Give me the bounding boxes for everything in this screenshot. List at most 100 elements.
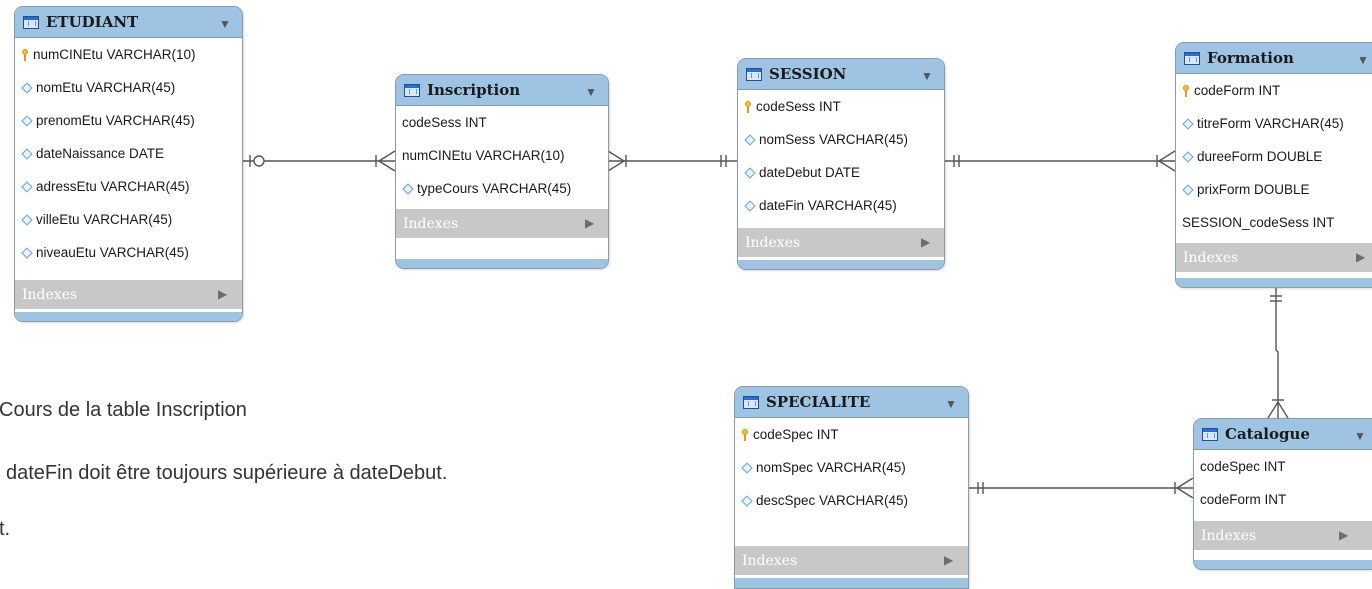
column-row[interactable]: codeSess INT xyxy=(738,90,944,123)
attribute-diamond-icon xyxy=(744,199,756,212)
table-header[interactable]: SPECIALITE ▼ xyxy=(735,387,968,418)
table-name: ETUDIANT xyxy=(46,13,139,31)
column-row[interactable]: codeSpec INT xyxy=(1194,450,1372,483)
expand-arrow-icon[interactable]: ▶ xyxy=(218,287,228,301)
rel-session-formation xyxy=(944,150,1176,172)
table-footer xyxy=(396,259,608,268)
column-row[interactable]: dureeForm DOUBLE xyxy=(1176,140,1372,173)
table-session[interactable]: SESSION ▼ codeSess INT nomSess VARCHAR(4… xyxy=(737,58,945,270)
column-row[interactable]: nomEtu VARCHAR(45) xyxy=(15,71,242,104)
table-specialite[interactable]: SPECIALITE ▼ codeSpec INT nomSpec VARCHA… xyxy=(734,386,969,589)
table-header[interactable]: Inscription ▼ xyxy=(396,75,608,106)
expand-arrow-icon[interactable]: ▶ xyxy=(921,235,931,249)
column-label: codeForm INT xyxy=(1200,492,1287,507)
column-label: nomEtu VARCHAR(45) xyxy=(36,80,176,95)
column-label: titreForm VARCHAR(45) xyxy=(1197,116,1344,131)
attribute-diamond-icon xyxy=(1182,150,1194,163)
indexes-bar[interactable]: Indexes ▶ xyxy=(15,280,242,309)
rel-formation-catalogue xyxy=(1267,287,1289,419)
indexes-bar[interactable]: Indexes ▶ xyxy=(396,209,608,238)
column-label: prenomEtu VARCHAR(45) xyxy=(36,113,195,128)
indexes-label: Indexes xyxy=(22,286,78,303)
column-label: codeSpec INT xyxy=(753,427,839,442)
table-icon xyxy=(746,67,762,81)
column-row[interactable]: nomSpec VARCHAR(45) xyxy=(735,451,968,484)
table-header[interactable]: SESSION ▼ xyxy=(738,59,944,90)
table-icon xyxy=(404,83,420,97)
table-header[interactable]: Formation ▼ xyxy=(1176,43,1372,74)
table-etudiant[interactable]: ETUDIANT ▼ numCINEtu VARCHAR(10) nomEtu … xyxy=(14,6,243,322)
primary-key-icon xyxy=(21,48,29,61)
table-footer xyxy=(735,578,968,588)
table-name: SESSION xyxy=(769,65,847,83)
column-row[interactable]: SESSION_codeSess INT xyxy=(1176,206,1372,239)
expand-arrow-icon[interactable]: ▶ xyxy=(1356,250,1366,264)
column-row[interactable]: prenomEtu VARCHAR(45) xyxy=(15,104,242,137)
column-label: niveauEtu VARCHAR(45) xyxy=(36,245,189,260)
column-label: dateDebut DATE xyxy=(759,165,861,180)
column-label: dateFin VARCHAR(45) xyxy=(759,198,897,213)
attribute-diamond-icon xyxy=(21,180,33,193)
indexes-bar[interactable]: Indexes ▶ xyxy=(1194,521,1372,550)
indexes-bar[interactable]: Indexes ▶ xyxy=(735,546,968,575)
attribute-diamond-icon xyxy=(744,166,756,179)
column-row[interactable]: codeSpec INT xyxy=(735,418,968,451)
column-label: codeSess INT xyxy=(756,99,841,114)
column-row[interactable]: codeSess INT xyxy=(396,106,608,139)
expand-arrow-icon[interactable]: ▶ xyxy=(1339,528,1349,542)
column-row[interactable]: codeForm INT xyxy=(1194,483,1372,516)
attribute-diamond-icon xyxy=(21,246,33,259)
collapse-arrow-icon[interactable]: ▼ xyxy=(219,17,231,31)
column-label: typeCours VARCHAR(45) xyxy=(417,181,572,196)
collapse-arrow-icon[interactable]: ▼ xyxy=(1354,429,1366,443)
collapse-arrow-icon[interactable]: ▼ xyxy=(585,85,597,99)
expand-arrow-icon[interactable]: ▶ xyxy=(585,216,595,230)
table-header[interactable]: ETUDIANT ▼ xyxy=(15,7,242,38)
collapse-arrow-icon[interactable]: ▼ xyxy=(1357,53,1369,67)
rel-etudiant-inscription xyxy=(242,150,396,172)
collapse-arrow-icon[interactable]: ▼ xyxy=(921,69,933,83)
column-row[interactable]: dateFin VARCHAR(45) xyxy=(738,189,944,222)
column-label: codeSess INT xyxy=(402,115,487,130)
table-icon xyxy=(1202,427,1218,441)
primary-key-icon xyxy=(744,100,752,113)
table-icon xyxy=(23,15,39,29)
table-catalogue[interactable]: Catalogue ▼ codeSpec INT codeForm INT In… xyxy=(1193,418,1372,570)
column-label: villeEtu VARCHAR(45) xyxy=(36,212,173,227)
column-label: numCINEtu VARCHAR(10) xyxy=(402,148,565,163)
indexes-label: Indexes xyxy=(742,552,798,569)
primary-key-icon xyxy=(741,428,749,441)
column-row[interactable]: numCINEtu VARCHAR(10) xyxy=(396,139,608,172)
column-row[interactable]: codeForm INT xyxy=(1176,74,1372,107)
indexes-bar[interactable]: Indexes ▶ xyxy=(1176,243,1372,272)
column-row[interactable]: typeCours VARCHAR(45) xyxy=(396,172,608,205)
column-label: numCINEtu VARCHAR(10) xyxy=(33,47,196,62)
column-row[interactable]: dateDebut DATE xyxy=(738,156,944,189)
column-row[interactable]: adressEtu VARCHAR(45) xyxy=(15,170,242,203)
expand-arrow-icon[interactable]: ▶ xyxy=(944,553,954,567)
table-formation[interactable]: Formation ▼ codeForm INT titreForm VARCH… xyxy=(1175,42,1372,288)
primary-key-icon xyxy=(1182,84,1190,97)
column-label: prixForm DOUBLE xyxy=(1197,182,1310,197)
column-row[interactable]: descSpec VARCHAR(45) xyxy=(735,484,968,517)
attribute-diamond-icon xyxy=(1182,183,1194,196)
column-label: dateNaissance DATE xyxy=(36,146,165,161)
attribute-diamond-icon xyxy=(21,114,33,127)
table-inscription[interactable]: Inscription ▼ codeSess INT numCINEtu VAR… xyxy=(395,74,609,269)
indexes-bar[interactable]: Indexes ▶ xyxy=(738,228,944,257)
column-row[interactable]: prixForm DOUBLE xyxy=(1176,173,1372,206)
indexes-label: Indexes xyxy=(403,215,459,232)
table-name: Formation xyxy=(1207,49,1294,67)
column-row[interactable]: dateNaissance DATE xyxy=(15,137,242,170)
table-header[interactable]: Catalogue ▼ xyxy=(1194,419,1372,450)
column-row[interactable]: niveauEtu VARCHAR(45) xyxy=(15,236,242,269)
collapse-arrow-icon[interactable]: ▼ xyxy=(945,397,957,411)
attribute-diamond-icon xyxy=(744,133,756,146)
attribute-diamond-icon xyxy=(21,213,33,226)
column-row[interactable]: villeEtu VARCHAR(45) xyxy=(15,203,242,236)
column-row[interactable]: nomSess VARCHAR(45) xyxy=(738,123,944,156)
table-icon xyxy=(743,395,759,409)
column-row[interactable]: titreForm VARCHAR(45) xyxy=(1176,107,1372,140)
column-row[interactable]: numCINEtu VARCHAR(10) xyxy=(15,38,242,71)
indexes-label: Indexes xyxy=(745,234,801,251)
